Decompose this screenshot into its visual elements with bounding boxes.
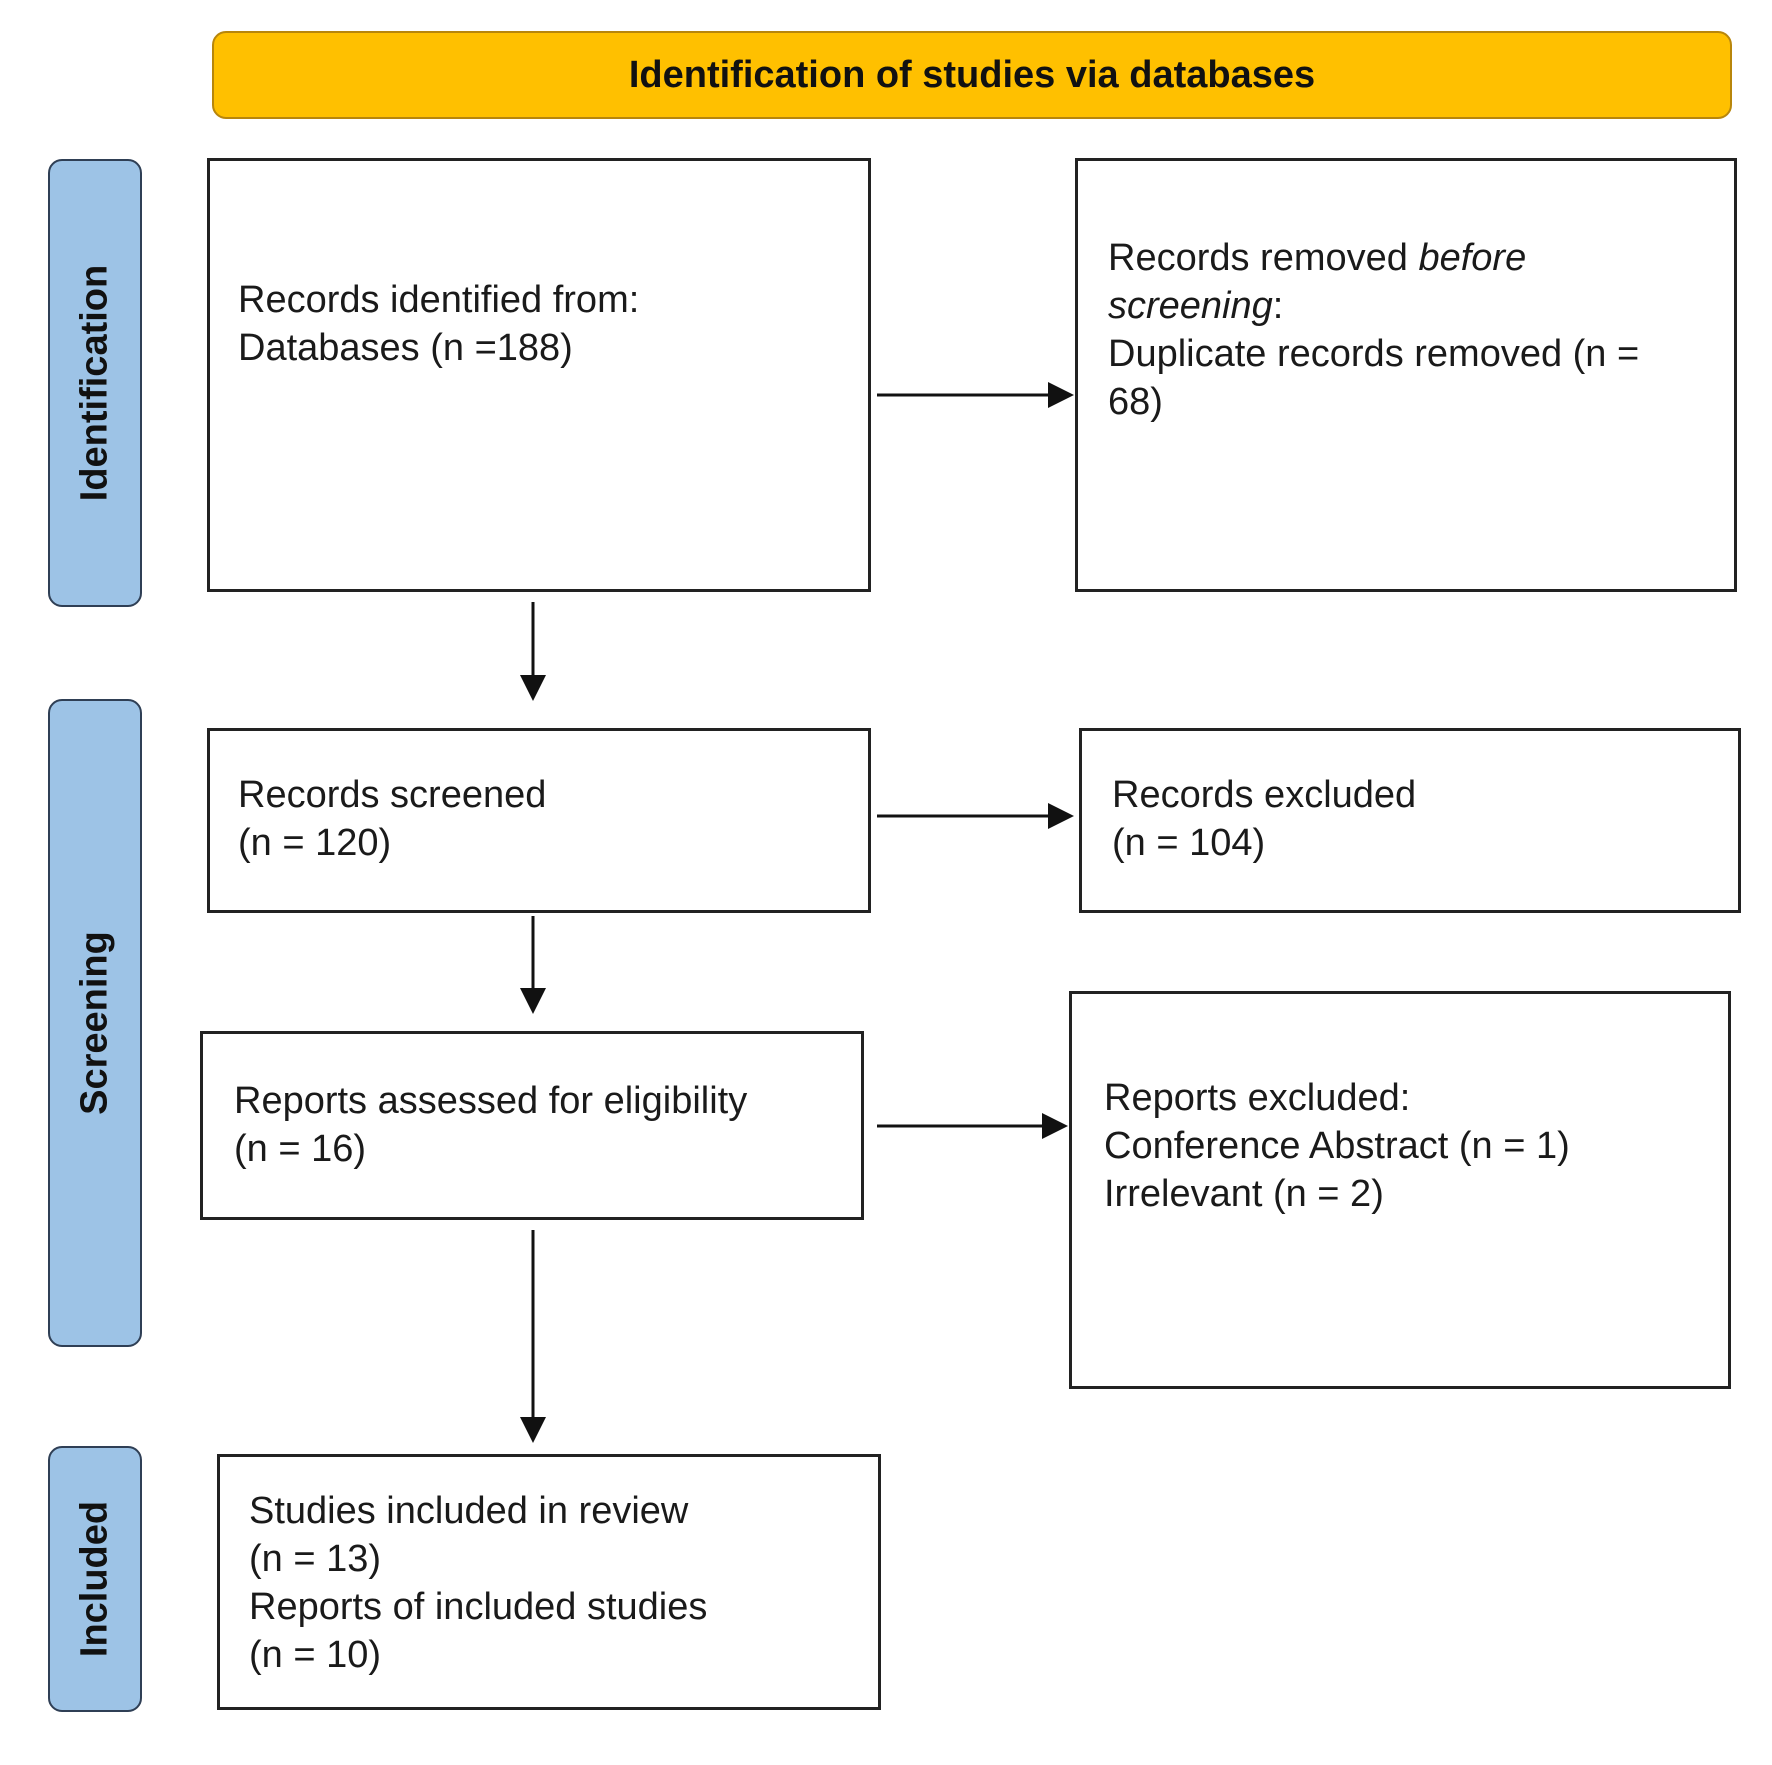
records-removed-box: Records removed before screening: Duplic… (1075, 158, 1737, 592)
arrowhead-screened-to-excluded (1048, 803, 1074, 829)
records-screened-line2: (n = 120) (238, 822, 392, 864)
records-excluded-box: Records excluded (n = 104) (1079, 728, 1741, 913)
reports-excluded-line3: Irrelevant (n = 2) (1104, 1173, 1384, 1215)
records-screened-box: Records screened (n = 120) (207, 728, 871, 913)
studies-included-line2: (n = 13) (249, 1538, 382, 1580)
phase-screening: Screening (48, 699, 142, 1347)
records-screened-line1: Records screened (238, 774, 547, 816)
phase-included: Included (48, 1446, 142, 1712)
arrowhead-assessed-to-excluded (1042, 1113, 1068, 1139)
records-removed-line3: Duplicate records removed (n = (1108, 333, 1640, 375)
studies-included-line4: (n = 10) (249, 1634, 382, 1676)
records-excluded-line1: Records excluded (1112, 774, 1417, 816)
records-excluded-line2: (n = 104) (1112, 822, 1266, 864)
studies-included-line1: Studies included in review (249, 1490, 689, 1532)
records-identified-box: Records identified from: Databases (n =1… (207, 158, 871, 592)
arrowhead-identified-to-screened (520, 675, 546, 701)
arrowhead-assessed-to-included (520, 1417, 546, 1443)
reports-excluded-box: Reports excluded: Conference Abstract (n… (1069, 991, 1731, 1389)
studies-included-line3: Reports of included studies (249, 1586, 708, 1628)
header-title: Identification of studies via databases (628, 53, 1316, 96)
reports-assessed-line2: (n = 16) (234, 1128, 367, 1170)
studies-included-box: Studies included in review (n = 13) Repo… (217, 1454, 881, 1710)
reports-assessed-line1: Reports assessed for eligibility (234, 1080, 748, 1122)
records-identified-line1: Records identified from: (238, 279, 640, 321)
reports-excluded-line2: Conference Abstract (n = 1) (1104, 1125, 1570, 1167)
records-removed-line4: 68) (1108, 381, 1163, 423)
phase-identification: Identification (48, 159, 142, 607)
reports-excluded-line1: Reports excluded: (1104, 1077, 1411, 1119)
arrowhead-screened-to-assessed (520, 988, 546, 1014)
reports-assessed-box: Reports assessed for eligibility (n = 16… (200, 1031, 864, 1220)
records-identified-line2: Databases (n =188) (238, 327, 573, 369)
records-removed-line1: Records removed before (1108, 237, 1527, 279)
diagram-header: Identification of studies via databases (212, 31, 1732, 119)
records-removed-line2: screening: (1108, 285, 1284, 327)
arrowhead-identified-to-removed (1048, 382, 1074, 408)
